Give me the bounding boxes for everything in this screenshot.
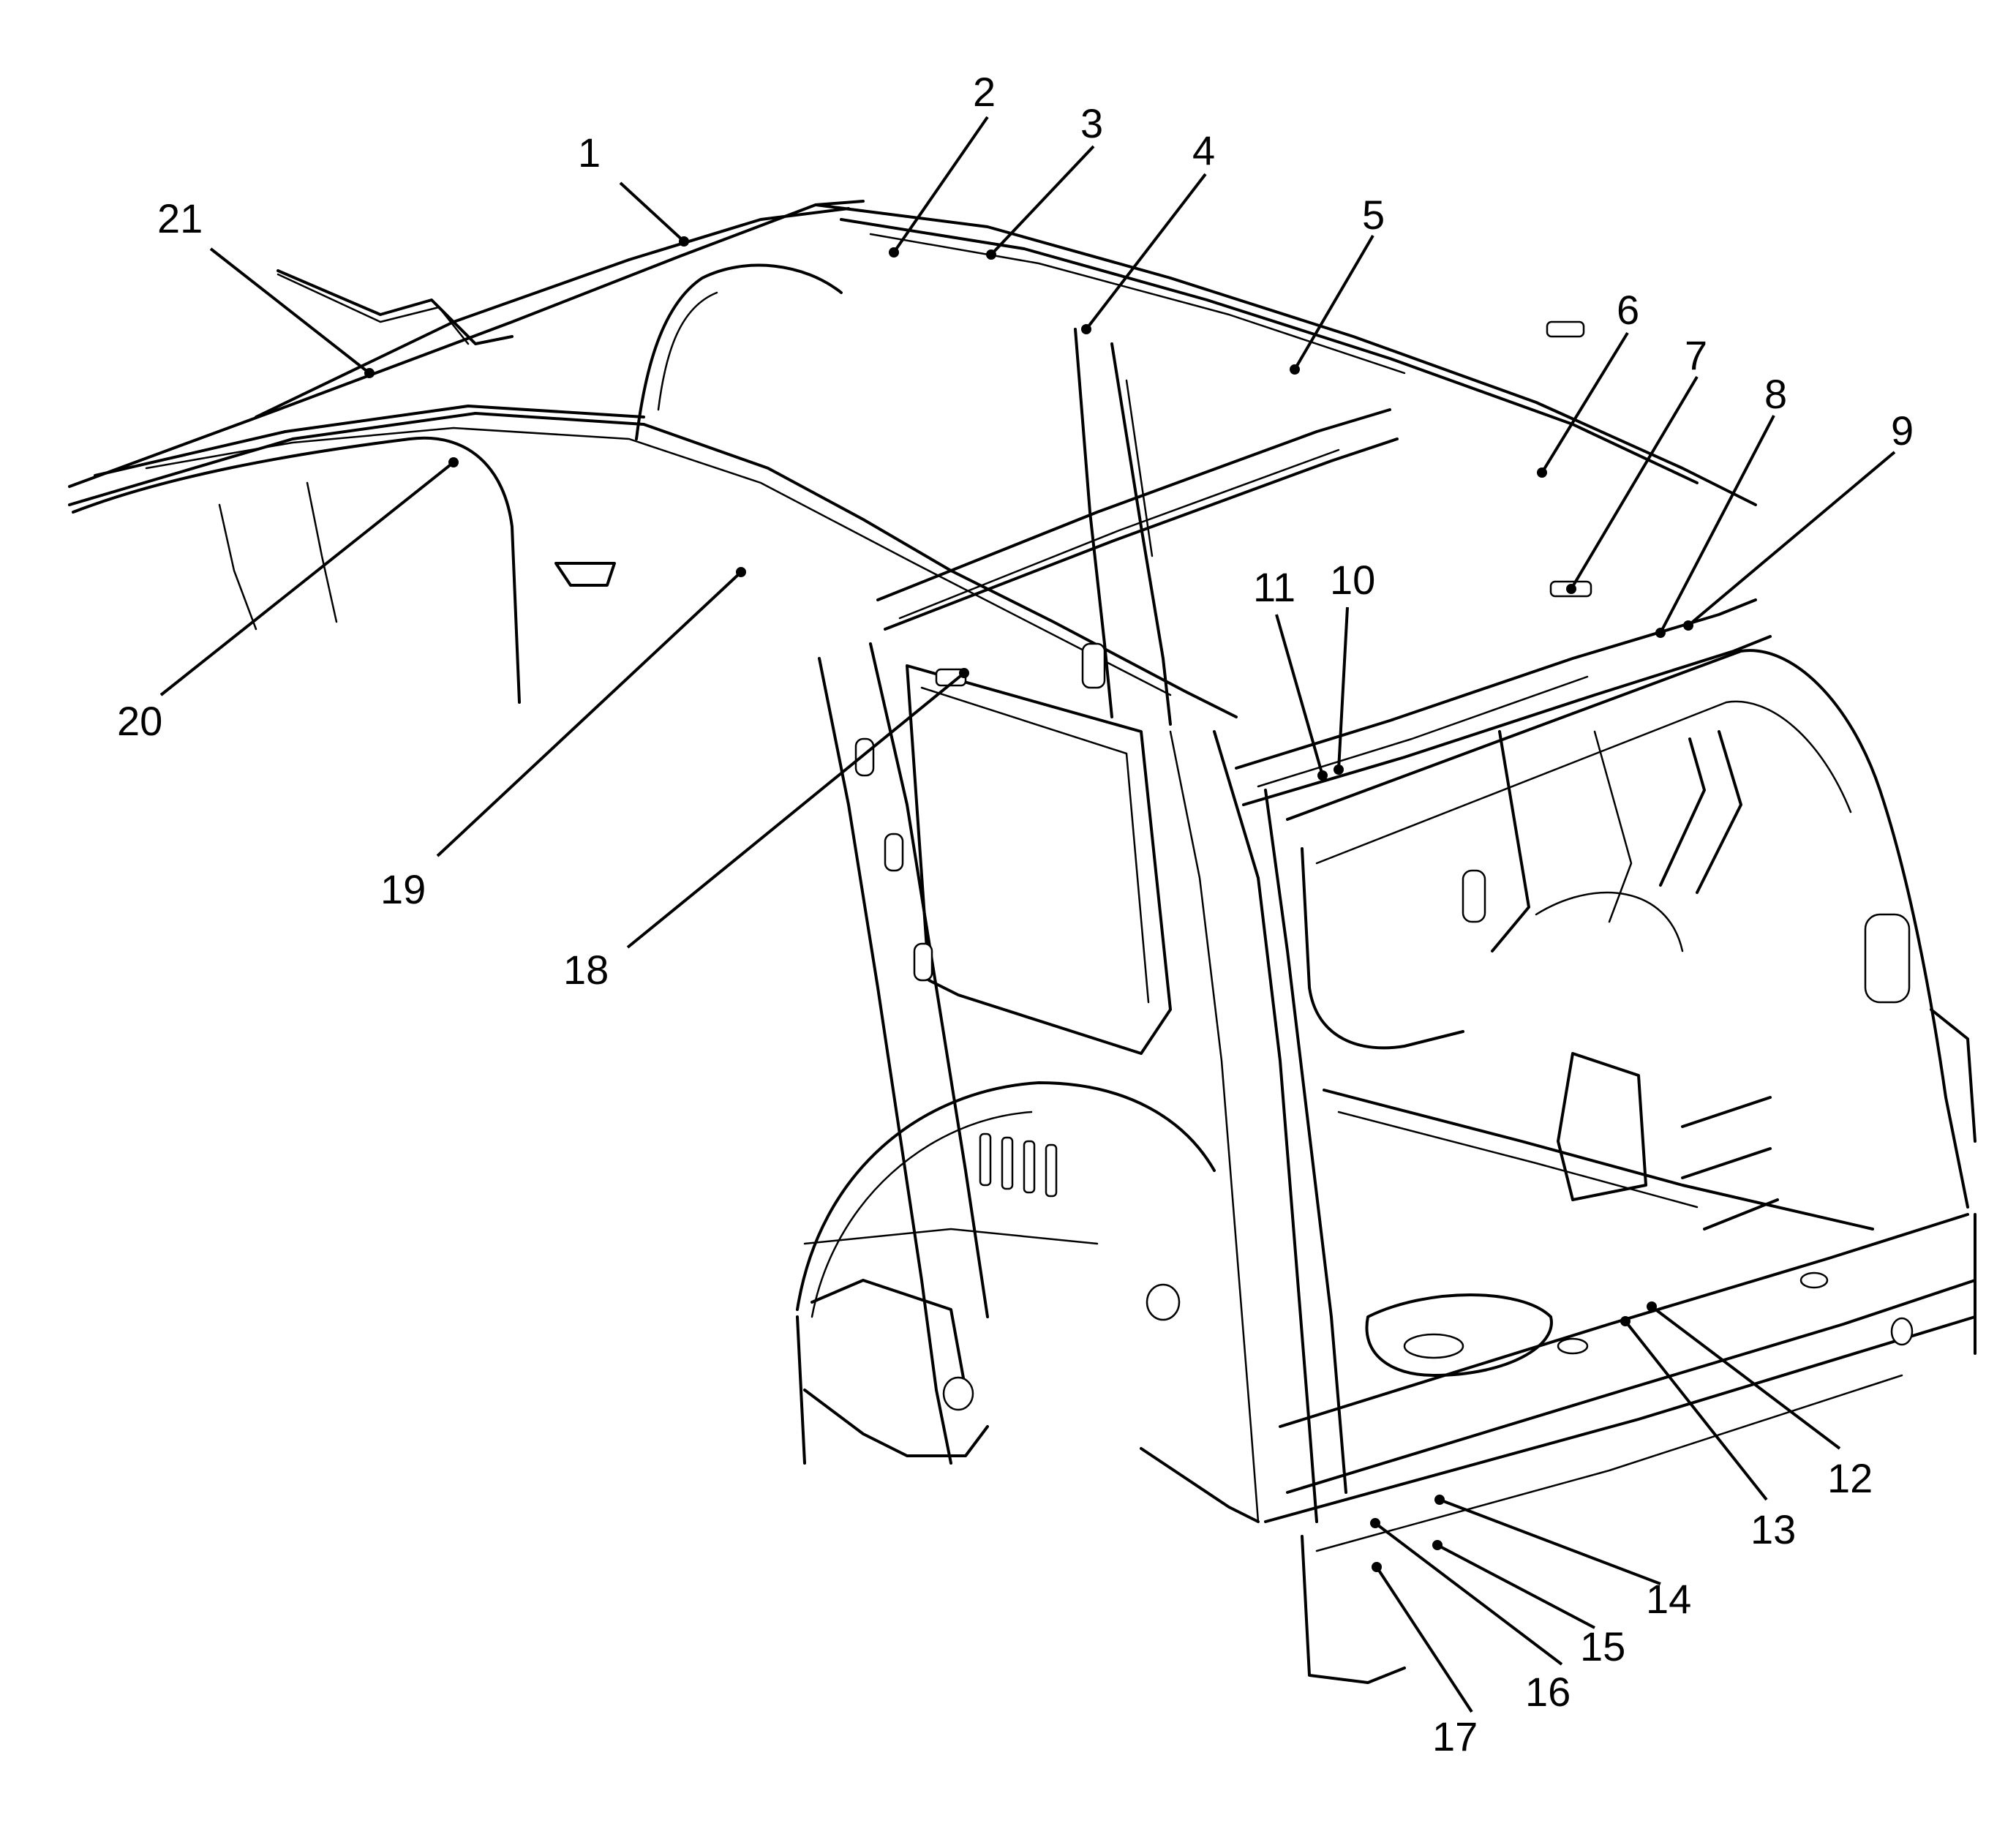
target-dot-5 <box>1290 364 1300 375</box>
leader-20 <box>159 461 455 696</box>
leader-3 <box>990 145 1095 256</box>
leader-12 <box>1650 1305 1841 1450</box>
leader-7 <box>1570 375 1699 590</box>
callout-1: 1 <box>578 129 601 176</box>
callout-21: 21 <box>157 195 203 241</box>
leader-6 <box>1541 331 1629 474</box>
callout-2: 2 <box>973 69 996 115</box>
callout-12: 12 <box>1827 1455 1873 1501</box>
leader-19 <box>436 571 742 857</box>
callout-5: 5 <box>1362 192 1385 238</box>
callout-leader-lines <box>159 116 1896 1713</box>
leader-8 <box>1659 415 1775 634</box>
callout-13: 13 <box>1750 1506 1796 1552</box>
leader-5 <box>1293 234 1374 371</box>
leader-2 <box>892 116 989 254</box>
leader-18 <box>626 672 966 949</box>
target-dot-2 <box>889 247 899 258</box>
callout-target-dots <box>364 236 1693 1572</box>
target-dot-10 <box>1334 764 1344 775</box>
callout-15: 15 <box>1580 1623 1625 1669</box>
body-structure-line-art <box>68 200 1976 1684</box>
leader-21 <box>209 247 371 375</box>
callout-14: 14 <box>1646 1576 1691 1622</box>
target-dot-14 <box>1434 1495 1445 1505</box>
leader-14 <box>1439 1498 1661 1585</box>
target-dot-11 <box>1317 770 1328 781</box>
leader-10 <box>1337 606 1349 770</box>
callout-6: 6 <box>1617 287 1639 333</box>
callout-3: 3 <box>1080 100 1103 146</box>
target-dot-12 <box>1647 1301 1657 1312</box>
target-dot-17 <box>1372 1562 1382 1572</box>
target-dot-13 <box>1620 1316 1631 1326</box>
target-dot-6 <box>1537 467 1547 478</box>
leader-4 <box>1085 173 1207 331</box>
callout-7: 7 <box>1685 332 1707 378</box>
callout-11: 11 <box>1253 564 1295 610</box>
target-dot-4 <box>1081 324 1091 334</box>
leader-1 <box>619 181 685 243</box>
callout-17: 17 <box>1432 1713 1478 1759</box>
callout-8: 8 <box>1764 371 1787 417</box>
callout-4: 4 <box>1192 127 1215 173</box>
target-dot-3 <box>986 249 996 260</box>
leader-11 <box>1275 614 1324 776</box>
callout-20: 20 <box>117 698 162 744</box>
target-dot-18 <box>959 668 969 678</box>
target-dot-19 <box>736 567 746 577</box>
leader-17 <box>1375 1566 1473 1713</box>
leader-15 <box>1437 1544 1595 1629</box>
target-dot-20 <box>448 457 459 467</box>
callout-19: 19 <box>380 866 426 912</box>
callout-16: 16 <box>1525 1669 1571 1715</box>
target-dot-21 <box>364 368 375 378</box>
target-dot-8 <box>1655 628 1666 638</box>
callout-18: 18 <box>563 947 609 993</box>
callout-10: 10 <box>1330 557 1375 603</box>
target-dot-15 <box>1432 1540 1443 1550</box>
target-dot-9 <box>1683 620 1693 631</box>
leader-9 <box>1687 451 1896 627</box>
callout-labels: 1 2 3 4 5 6 7 8 9 10 11 12 13 14 15 16 1… <box>117 69 1914 1759</box>
callout-9: 9 <box>1891 407 1914 454</box>
target-dot-16 <box>1370 1518 1380 1528</box>
leader-13 <box>1624 1320 1768 1501</box>
leader-16 <box>1374 1522 1563 1666</box>
target-dot-7 <box>1566 584 1576 594</box>
target-dot-1 <box>679 236 689 247</box>
